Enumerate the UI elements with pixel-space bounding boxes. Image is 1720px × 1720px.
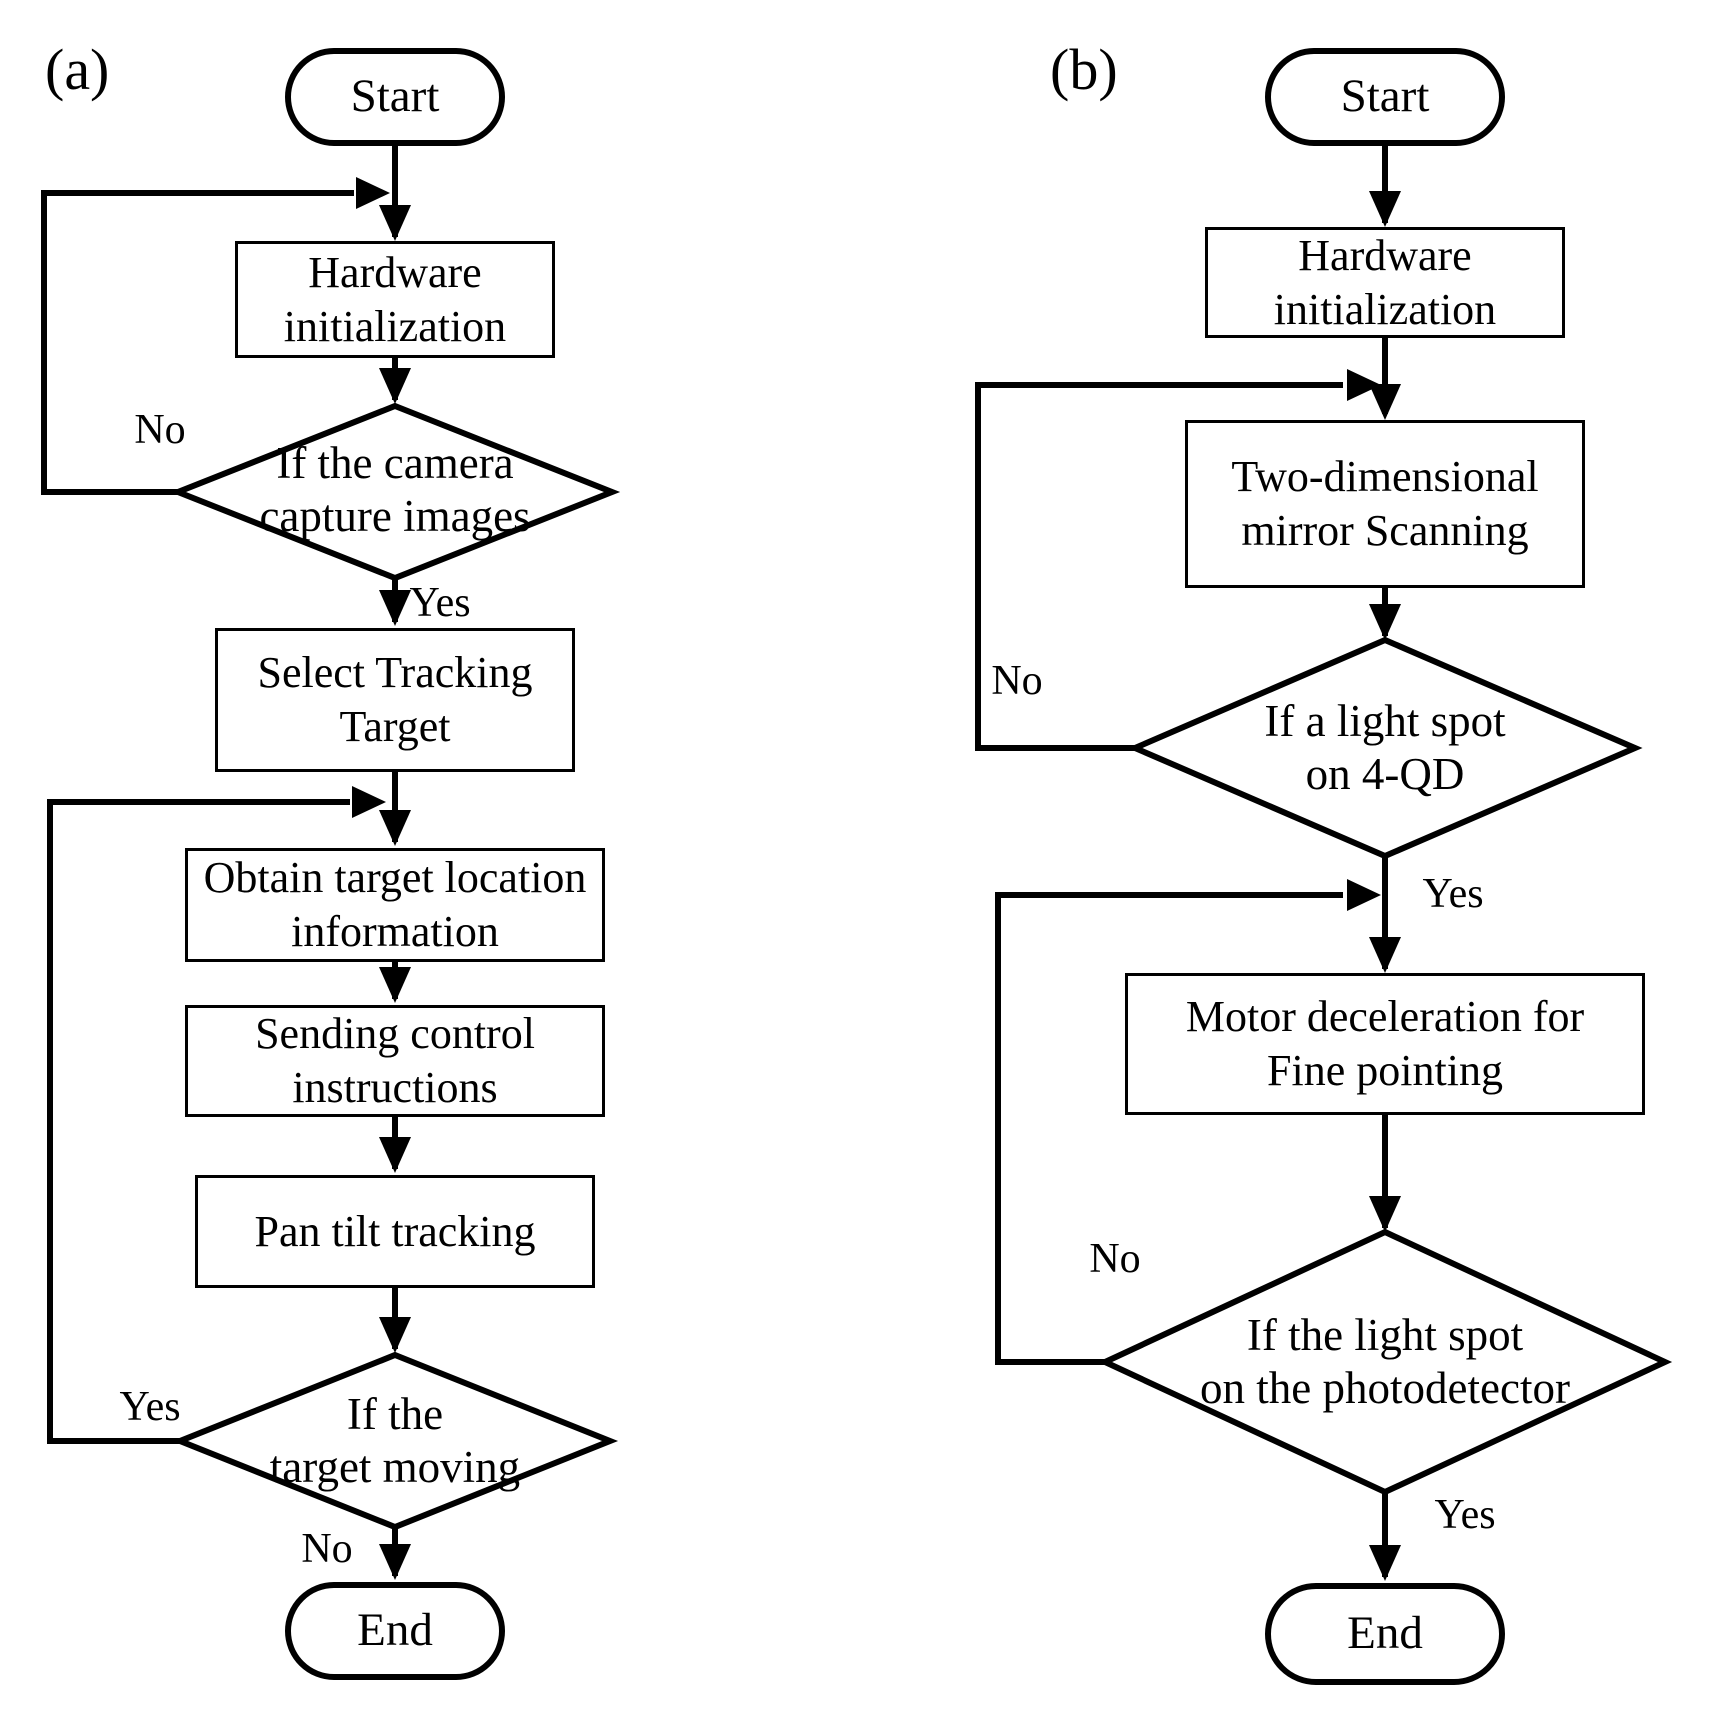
decision-shape-target-moving (171, 1351, 619, 1531)
arrowhead-a-yes-loop-junction (352, 786, 386, 818)
decision-shape-light-spot-photodetector (1097, 1228, 1673, 1496)
panel-a-arrowheads (352, 177, 411, 1580)
panel-a-diamonds (169, 402, 621, 1531)
arrowhead-b-into-scan (1369, 384, 1401, 420)
edge-b-qd-no-loop (975, 382, 1343, 751)
arrowhead-b-no-loop-junction (1347, 369, 1381, 401)
edge-label-b-qd-yes: Yes (1422, 871, 1484, 917)
node-b-motor-deceleration: Motor deceleration for Fine pointing (1125, 973, 1645, 1115)
arrowhead-a-into-end (379, 1544, 411, 1580)
edge-label-a-camera-yes: Yes (409, 580, 471, 626)
node-a-end: End (285, 1582, 505, 1680)
edge-a-camera-no-loop (41, 190, 354, 495)
panel-b-label: (b) (1050, 37, 1118, 102)
edge-b-photo-no-loop (995, 892, 1343, 1365)
arrowhead-a-no-loop-junction (356, 177, 390, 209)
node-a-pan-tilt-tracking: Pan tilt tracking (195, 1175, 595, 1288)
arrowhead-a-into-moving-decision (379, 1317, 411, 1353)
arrowhead-a-into-obtain (379, 810, 411, 846)
node-a-hardware-initialization: Hardware initialization (235, 241, 555, 358)
edge-label-a-moving-yes: Yes (119, 1384, 181, 1430)
edge-label-b-photo-yes: Yes (1434, 1492, 1496, 1538)
node-a-obtain-target-location: Obtain target location information (185, 848, 605, 962)
arrowhead-b-into-hardware (1369, 191, 1401, 227)
node-b-end: End (1265, 1583, 1505, 1685)
edge-label-a-camera-no: No (134, 407, 186, 453)
edge-label-a-moving-no: No (301, 1526, 353, 1572)
arrowhead-b-into-photo-decision (1369, 1196, 1401, 1232)
arrowhead-a-into-camera-decision (379, 368, 411, 404)
arrowhead-b-into-end (1369, 1545, 1401, 1581)
decision-shape-camera-capture (169, 402, 621, 582)
decision-shape-light-spot-4qd (1127, 636, 1643, 860)
edge-a-moving-yes-loop (47, 799, 350, 1444)
edge-label-b-qd-no: No (991, 658, 1043, 704)
panel-a-label: (a) (45, 37, 110, 102)
node-b-two-dimensional-mirror-scanning: Two-dimensional mirror Scanning (1185, 420, 1585, 588)
edge-label-b-photo-no: No (1089, 1236, 1141, 1282)
node-a-start: Start (285, 48, 505, 146)
node-b-start: Start (1265, 48, 1505, 146)
node-a-select-tracking-target: Select Tracking Target (215, 628, 575, 772)
panel-b-arrowheads (1347, 191, 1401, 1581)
arrowhead-b-into-qd-decision (1369, 604, 1401, 640)
node-a-sending-control-instructions: Sending control instructions (185, 1005, 605, 1117)
arrowhead-b-into-motor (1369, 937, 1401, 973)
arrowhead-a-into-select (379, 590, 411, 626)
panel-b-diamonds (1097, 636, 1673, 1496)
arrowhead-b-yes-loop-junction (1347, 879, 1381, 911)
arrowhead-a-into-send (379, 967, 411, 1003)
node-b-hardware-initialization: Hardware initialization (1205, 227, 1565, 338)
arrowhead-a-into-hardware (379, 205, 411, 241)
arrowhead-a-into-pantilt (379, 1137, 411, 1173)
